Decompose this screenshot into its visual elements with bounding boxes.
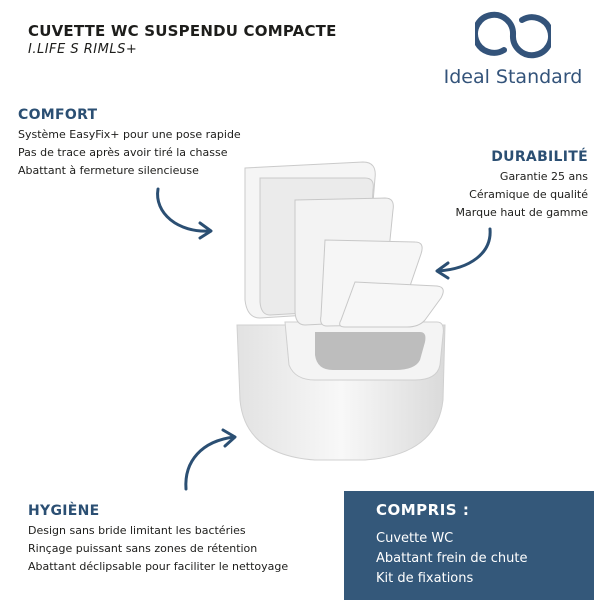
included-item: Kit de fixations [376, 571, 474, 586]
brand-name: Ideal Standard [443, 66, 583, 88]
included-heading: COMPRIS : [376, 501, 470, 519]
durability-line: Céramique de qualité [469, 188, 588, 201]
included-item: Abattant frein de chute [376, 551, 528, 566]
durability-list: Garantie 25 ans Céramique de qualité Mar… [400, 168, 588, 222]
durability-heading: DURABILITÉ [491, 149, 588, 165]
included-box: COMPRIS : Cuvette WC Abattant frein de c… [344, 491, 594, 600]
durability-line: Garantie 25 ans [499, 170, 588, 183]
comfort-heading: COMFORT [18, 107, 98, 123]
ideal-standard-logo-icon [475, 11, 551, 59]
hygiene-line: Rinçage puissant sans zones de rétention [28, 542, 258, 555]
product-subtitle: I.LIFE S RIMLS+ [28, 42, 138, 57]
comfort-arrow-icon [156, 187, 213, 240]
durability-line: Marque haut de gamme [455, 206, 588, 219]
durability-arrow-icon [435, 227, 492, 280]
hygiene-line: Design sans bride limitant les bactéries [28, 524, 246, 537]
comfort-list: Système EasyFix+ pour une pose rapide Pa… [18, 126, 241, 180]
hygiene-line: Abattant déclipsable pour faciliter le n… [28, 560, 289, 573]
hygiene-arrow-icon [184, 428, 237, 491]
brand-block: Ideal Standard [428, 8, 598, 88]
hygiene-list: Design sans bride limitant les bactéries… [28, 522, 288, 576]
toilet-illustration [236, 161, 446, 461]
comfort-line: Système EasyFix+ pour une pose rapide [18, 128, 241, 141]
included-item: Cuvette WC [376, 531, 454, 546]
page-title: CUVETTE WC SUSPENDU COMPACTE [28, 22, 337, 40]
comfort-line: Abattant à fermeture silencieuse [18, 164, 199, 177]
comfort-line: Pas de trace après avoir tiré la chasse [18, 146, 228, 159]
hygiene-heading: HYGIÈNE [28, 503, 100, 519]
